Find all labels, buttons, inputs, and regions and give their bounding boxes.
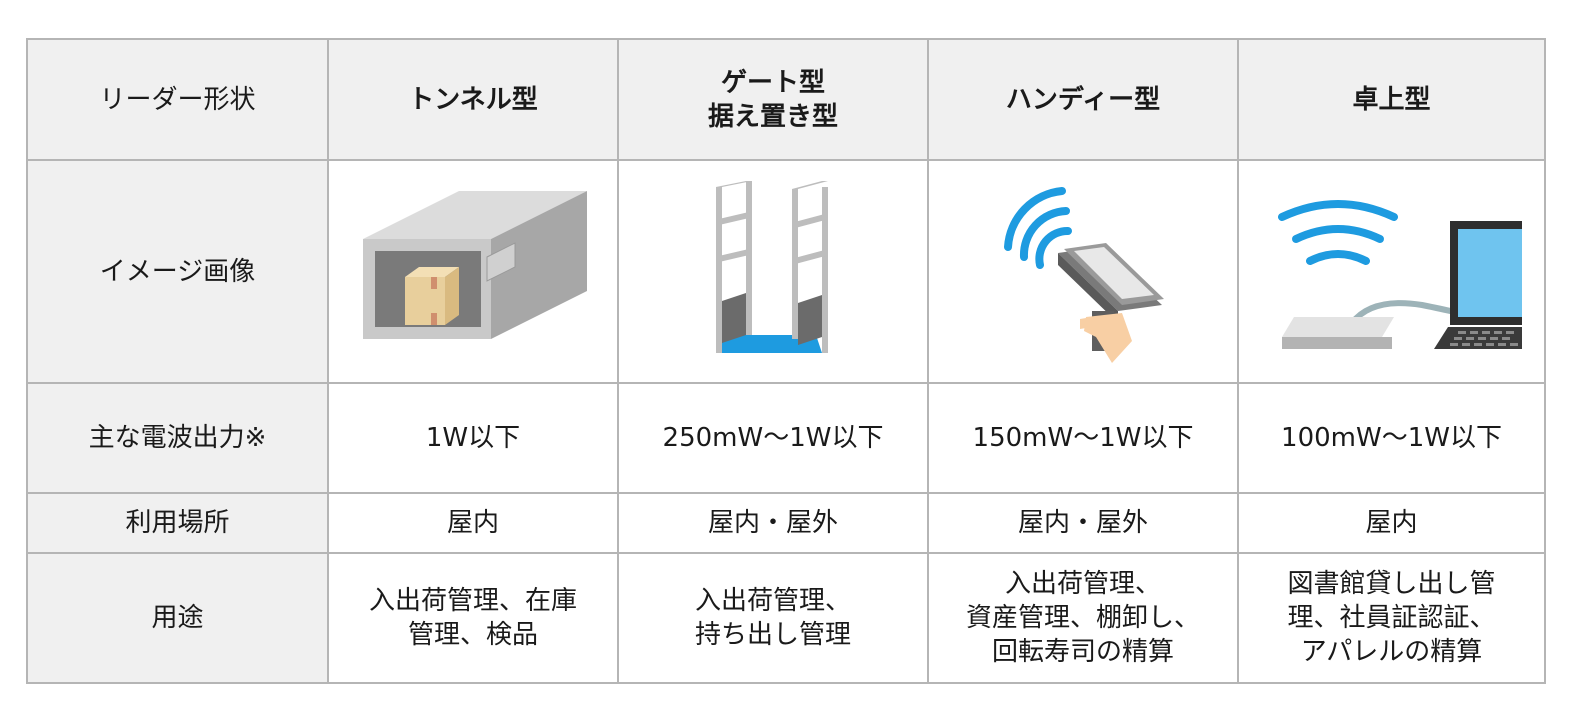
row-label-location: 利用場所 [26, 492, 329, 554]
column-header-tunnel: トンネル型 [327, 38, 619, 161]
usage-row: 用途 入出荷管理、在庫 管理、検品 入出荷管理、 持ち出し管理 入出荷管理、 資… [26, 552, 1546, 684]
row-label-usage: 用途 [26, 552, 329, 684]
column-header-gate: ゲート型 据え置き型 [707, 67, 838, 132]
usage-handheld: 入出荷管理、 資産管理、棚卸し、 回転寿司の精算 [965, 569, 1200, 667]
column-header-handheld: ハンディー型 [927, 38, 1239, 161]
power-handheld: 150mW～1W以下 [927, 382, 1239, 494]
power-row: 主な電波出力※ 1W以下 250mW～1W以下 150mW～1W以下 100mW… [26, 382, 1546, 494]
location-handheld: 屋内・屋外 [927, 492, 1239, 554]
header-row: リーダー形状 トンネル型 ゲート型 据え置き型 ハンディー型 卓上型 [26, 38, 1546, 161]
handheld-reader-icon [1004, 186, 1164, 363]
location-desktop: 屋内 [1237, 492, 1546, 554]
tunnel-reader-icon [363, 190, 587, 339]
power-tunnel: 1W以下 [327, 382, 619, 494]
power-desktop: 100mW～1W以下 [1237, 382, 1546, 494]
usage-tunnel: 入出荷管理、在庫 管理、検品 [368, 586, 577, 650]
location-row: 利用場所 屋内 屋内・屋外 屋内・屋外 屋内 [26, 492, 1546, 554]
power-gate: 250mW～1W以下 [617, 382, 929, 494]
usage-gate: 入出荷管理、 持ち出し管理 [694, 586, 851, 650]
row-label-image: イメージ画像 [26, 159, 329, 384]
gate-reader-icon [716, 180, 828, 353]
row-label-shape: リーダー形状 [26, 38, 329, 161]
image-row: イメージ画像 [26, 159, 1546, 384]
desktop-reader-icon [1277, 199, 1522, 349]
rfid-reader-comparison-table: リーダー形状 トンネル型 ゲート型 据え置き型 ハンディー型 卓上型 イメージ画… [26, 38, 1546, 684]
location-tunnel: 屋内 [327, 492, 619, 554]
usage-desktop: 図書館貸し出し管 理、社員証認証、 アパレルの精算 [1287, 569, 1496, 667]
column-header-desktop: 卓上型 [1237, 38, 1546, 161]
location-gate: 屋内・屋外 [617, 492, 929, 554]
row-label-power: 主な電波出力※ [26, 382, 329, 494]
